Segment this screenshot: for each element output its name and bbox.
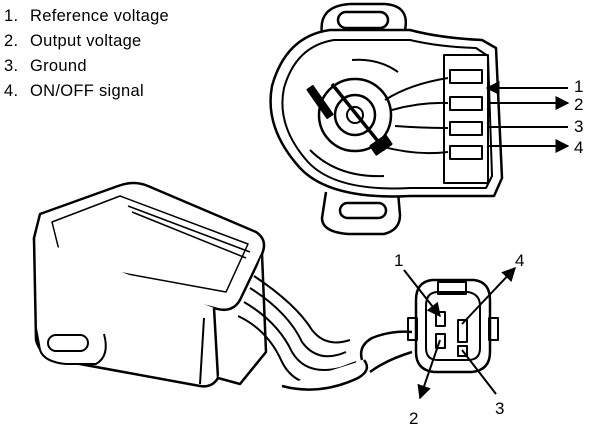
legend-number: 4. <box>4 82 19 100</box>
connector-pin-3 <box>457 345 468 357</box>
connector-harness <box>359 330 413 361</box>
connector-label-2: 2 <box>409 409 418 428</box>
pin-4-arrow-icon <box>461 266 516 325</box>
legend-label: Reference voltage <box>30 7 170 25</box>
legend-number: 2. <box>4 32 19 50</box>
legend-number: 3. <box>4 57 19 75</box>
legend-label: Output voltage <box>30 32 142 50</box>
terminal-label-1: 1 <box>574 77 583 96</box>
mounting-hole-icon <box>338 201 388 220</box>
connector-pin-4 <box>457 319 468 343</box>
mounting-hole-icon <box>336 10 390 30</box>
connector-harness <box>369 350 413 374</box>
connector-label-1: 1 <box>394 251 403 270</box>
legend-item-output-voltage: 2. Output voltage <box>4 29 169 54</box>
legend-label: Ground <box>30 57 87 75</box>
terminal-label-2: 2 <box>574 95 583 114</box>
terminal-label-3: 3 <box>574 117 583 136</box>
legend-item-ground: 3. Ground <box>4 54 169 79</box>
legend: 1. Reference voltage 2. Output voltage 3. G… <box>4 4 169 104</box>
legend-label: ON/OFF signal <box>30 82 144 100</box>
mounting-hole-icon <box>47 334 89 352</box>
connector-label-4: 4 <box>515 251 524 270</box>
pin-2-arrow-icon <box>417 339 441 400</box>
sensor-face-view <box>269 2 504 236</box>
terminal-leaders <box>485 81 570 153</box>
legend-item-reference-voltage: 1. Reference voltage <box>4 4 169 29</box>
terminal-label-4: 4 <box>574 138 583 157</box>
pin-3-line <box>461 349 497 395</box>
legend-item-on-off-signal: 4. ON/OFF signal <box>4 79 169 104</box>
connector-label-3: 3 <box>495 399 504 418</box>
legend-number: 1. <box>4 7 19 25</box>
sensor-body-perspective <box>32 181 369 391</box>
connector-leaders <box>403 266 516 400</box>
pin-1-arrow-icon <box>403 269 441 318</box>
connector-pin-2 <box>435 333 446 349</box>
